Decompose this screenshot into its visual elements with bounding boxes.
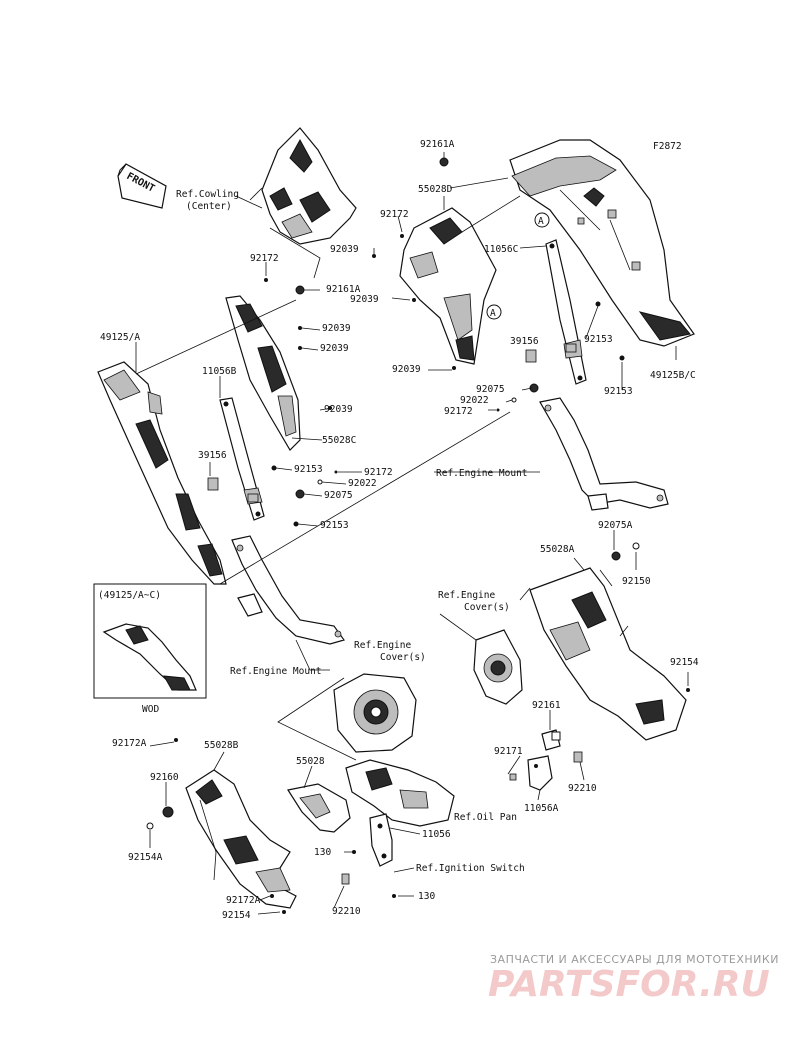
part-label: 92172A xyxy=(112,738,147,749)
part-label: 92150 xyxy=(622,576,651,587)
engine-side-cover-left xyxy=(333,673,417,753)
ref-engine-mount-right: Ref.Engine Mount xyxy=(436,468,528,479)
part-label: 92153 xyxy=(320,520,349,531)
engine-mount-left xyxy=(231,535,345,645)
watermark-tagline: ЗАПЧАСТИ И АКСЕССУАРЫ ДЛЯ МОТОТЕХНИКИ xyxy=(490,953,779,966)
cover-55028 xyxy=(287,783,351,833)
part-label: 92161A xyxy=(326,284,361,295)
part-label: 92171 xyxy=(494,746,523,757)
part-label: 92075 xyxy=(476,384,505,395)
marker-a-1: A xyxy=(534,212,550,228)
stay-11056c xyxy=(545,239,587,385)
part-label: 55028D xyxy=(418,184,453,195)
part-label: 49125B/C xyxy=(650,370,696,381)
lower-fairing-55028b xyxy=(185,769,297,909)
front-arrow-icon: FRONT xyxy=(117,163,167,209)
part-label: 92161 xyxy=(532,700,561,711)
part-label: 92153 xyxy=(604,386,633,397)
ref-cowling-center: Ref.Cowling (Center) xyxy=(176,189,245,212)
right-cowl-49125bc xyxy=(509,139,695,347)
part-label: 49125/A xyxy=(100,332,140,343)
ref-engine-mount-left: Ref.Engine Mount xyxy=(230,666,322,677)
part-label: 55028A xyxy=(540,544,575,555)
oil-pan-ref-part xyxy=(345,759,455,827)
figure-code: F2872 xyxy=(653,141,682,152)
part-label: 92039 xyxy=(350,294,379,305)
part-label: 92075 xyxy=(324,490,353,501)
part-labels: 92161A 55028D 92172 92039 11056C 92039 9… xyxy=(100,139,699,921)
bracket-11056 xyxy=(369,813,393,867)
inner-cover-55028c xyxy=(225,295,301,451)
part-label: 92039 xyxy=(330,244,359,255)
stay-11056a xyxy=(527,755,553,791)
svg-text:A: A xyxy=(538,216,544,227)
part-label: 92039 xyxy=(324,404,353,415)
part-label: 92153 xyxy=(584,334,613,345)
part-label: 130 xyxy=(314,847,331,858)
ref-ignition-switch: Ref.Ignition Switch xyxy=(416,863,525,874)
inset-box-label: (49125/A~C) xyxy=(98,590,161,601)
part-label: 130 xyxy=(418,891,435,902)
part-label: 92022 xyxy=(460,395,489,406)
leader-lines xyxy=(135,152,689,915)
part-label: 92153 xyxy=(294,464,323,475)
part-label: 92172 xyxy=(380,209,409,220)
ref-engine-covers-right: Ref.Engine Cover(s) xyxy=(438,590,510,613)
inset-box: (49125/A~C) WOD xyxy=(93,583,207,715)
watermark-brand: PARTSFOR.RU xyxy=(488,964,770,1005)
part-label: 92075A xyxy=(598,520,633,531)
part-label: 92154 xyxy=(670,657,699,668)
svg-text:A: A xyxy=(490,308,496,319)
ref-engine-covers-left: Ref.Engine Cover(s) xyxy=(354,640,426,663)
part-label: 11056A xyxy=(524,803,559,814)
reference-labels: Ref.Cowling (Center) Ref.Engine Mount Re… xyxy=(176,189,528,874)
part-label: 92154A xyxy=(128,852,163,863)
part-label: 55028 xyxy=(296,756,325,767)
inner-cover-55028d xyxy=(399,207,497,365)
part-label: 92039 xyxy=(392,364,421,375)
part-label: 55028C xyxy=(322,435,356,446)
watermark: ЗАПЧАСТИ И АКСЕССУАРЫ ДЛЯ МОТОТЕХНИКИ PA… xyxy=(488,953,779,1005)
part-label: 92039 xyxy=(320,343,349,354)
part-label: 92160 xyxy=(150,772,179,783)
engine-side-cover-right xyxy=(473,629,523,705)
part-label: 92154 xyxy=(222,910,251,921)
part-label: 92172 xyxy=(364,467,393,478)
part-label: 55028B xyxy=(204,740,239,751)
part-label: 92172 xyxy=(250,253,279,264)
part-label: 11056B xyxy=(202,366,237,377)
cowling-center-ref-part xyxy=(249,127,357,245)
engine-cover-55028a xyxy=(529,567,687,741)
part-label: 92210 xyxy=(332,906,361,917)
part-label: 92172 xyxy=(444,406,473,417)
part-label: 92039 xyxy=(322,323,351,334)
marker-a-2: A xyxy=(486,304,502,320)
part-label: 39156 xyxy=(198,450,227,461)
part-label: 11056C xyxy=(484,244,518,255)
part-label: 92210 xyxy=(568,783,597,794)
part-label: 92161A xyxy=(420,139,455,150)
part-label: 92022 xyxy=(348,478,377,489)
part-label: 39156 xyxy=(510,336,539,347)
engine-mount-right xyxy=(539,397,669,511)
inset-box-caption: WOD xyxy=(142,704,159,715)
left-cowl-49125a xyxy=(97,361,227,585)
part-label: 92172A xyxy=(226,895,261,906)
ref-oil-pan: Ref.Oil Pan xyxy=(454,812,517,823)
fasteners xyxy=(146,157,690,914)
part-label: 11056 xyxy=(422,829,451,840)
